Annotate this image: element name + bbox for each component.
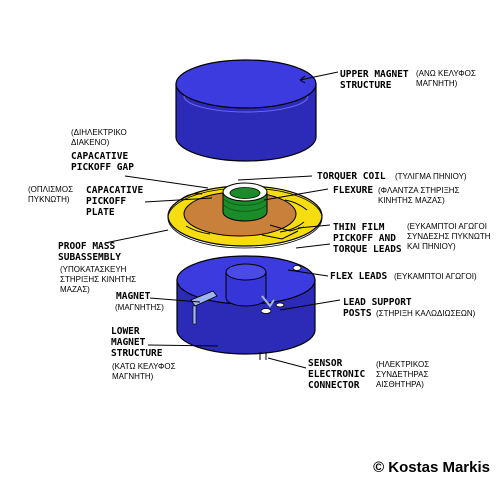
upper-magnet-structure xyxy=(175,59,317,162)
label-upper-magnet-gr: (ΑΝΩ ΚΕΛΥΦΟΣ ΜΑΓΝΗΤΗ) xyxy=(416,69,476,88)
label-thin-film-gr: (ΕΥΚΑΜΠΤΟΙ ΑΓΩΓΟΙ ΣΥΝΔΕΣΗΣ ΠΥΚΝΩΤΗ ΚΑΙ Π… xyxy=(407,222,491,251)
label-flex-leads: FLEX LEADS xyxy=(330,271,388,282)
label-lead-support: LEAD SUPPORT POSTS xyxy=(343,297,412,319)
lead-support-post xyxy=(260,302,285,314)
label-magnet-gr: (ΜΑΓΝΗΤΗΣ) xyxy=(115,303,164,312)
label-thin-film: THIN FILM PICKOFF AND TORQUE LEADS xyxy=(333,222,402,255)
label-proof-mass-gr: (ΥΠΟΚΑΤΑΣΚΕΥΗ ΣΤΗΡΙΞΗΣ ΚΙΝΗΤΗΣ ΜΑΖΑΣ) xyxy=(60,265,137,294)
lower-magnet-structure xyxy=(176,255,316,360)
label-dielectric-gr: (ΔΙΗΛΕΚΤΡΙΚΟ ΔΙΑΚΕΝΟ) xyxy=(71,128,127,147)
label-flexure: FLEXURE xyxy=(333,185,374,196)
label-sensor-gr: (ΗΛΕΚΤΡΙΚΟΣ ΣΥΝΔΕΤΗΡΑΣ ΑΙΣΘΗΤΗΡΑ) xyxy=(376,360,430,389)
leader-lines xyxy=(104,71,341,369)
label-torquer-coil: TORQUER COIL xyxy=(317,171,386,182)
label-flexure-gr: (ΦΛΑΝΤΖΑ ΣΤΗΡΙΞΗΣ ΚΙΝΗΤΗΣ ΜΑΖΑΣ) xyxy=(378,186,460,205)
label-plate-gr: (ΟΠΛΙΣΜΟΣ ΠΥΚΝΩΤΗ) xyxy=(28,185,74,204)
label-upper-magnet: UPPER MAGNET STRUCTURE xyxy=(340,69,409,91)
copyright-notice: © Kostas Markis xyxy=(373,459,490,476)
label-proof-mass: PROOF MASS SUBASSEMBLY xyxy=(58,241,121,263)
label-lower-magnet-gr: (ΚΑΤΩ ΚΕΛΥΦΟΣ ΜΑΓΝΗΤΗ) xyxy=(112,362,176,381)
label-flex-leads-gr: (ΕΥΚΑΜΠΤΟΙ ΑΓΩΓΟΙ) xyxy=(394,272,477,281)
flexure-assembly xyxy=(167,182,323,249)
label-sensor: SENSOR ELECTRONIC CONNECTOR xyxy=(308,358,366,391)
label-lower-magnet: LOWER MAGNET STRUCTURE xyxy=(111,326,163,359)
label-cap-gap: CAPACATIVE PICKOFF GAP xyxy=(71,151,134,173)
label-lead-support-gr: (ΣΤΗΡΙΞΗ ΚΑΛΩΔΙΩΣΕΩΝ) xyxy=(376,309,476,318)
label-magnet: MAGNET xyxy=(116,291,151,302)
label-plate: CAPACATIVE PICKOFF PLATE xyxy=(86,185,144,218)
label-torquer-coil-gr: (ΤΥΛΙΓΜΑ ΠΗΝΙΟΥ) xyxy=(395,172,467,181)
